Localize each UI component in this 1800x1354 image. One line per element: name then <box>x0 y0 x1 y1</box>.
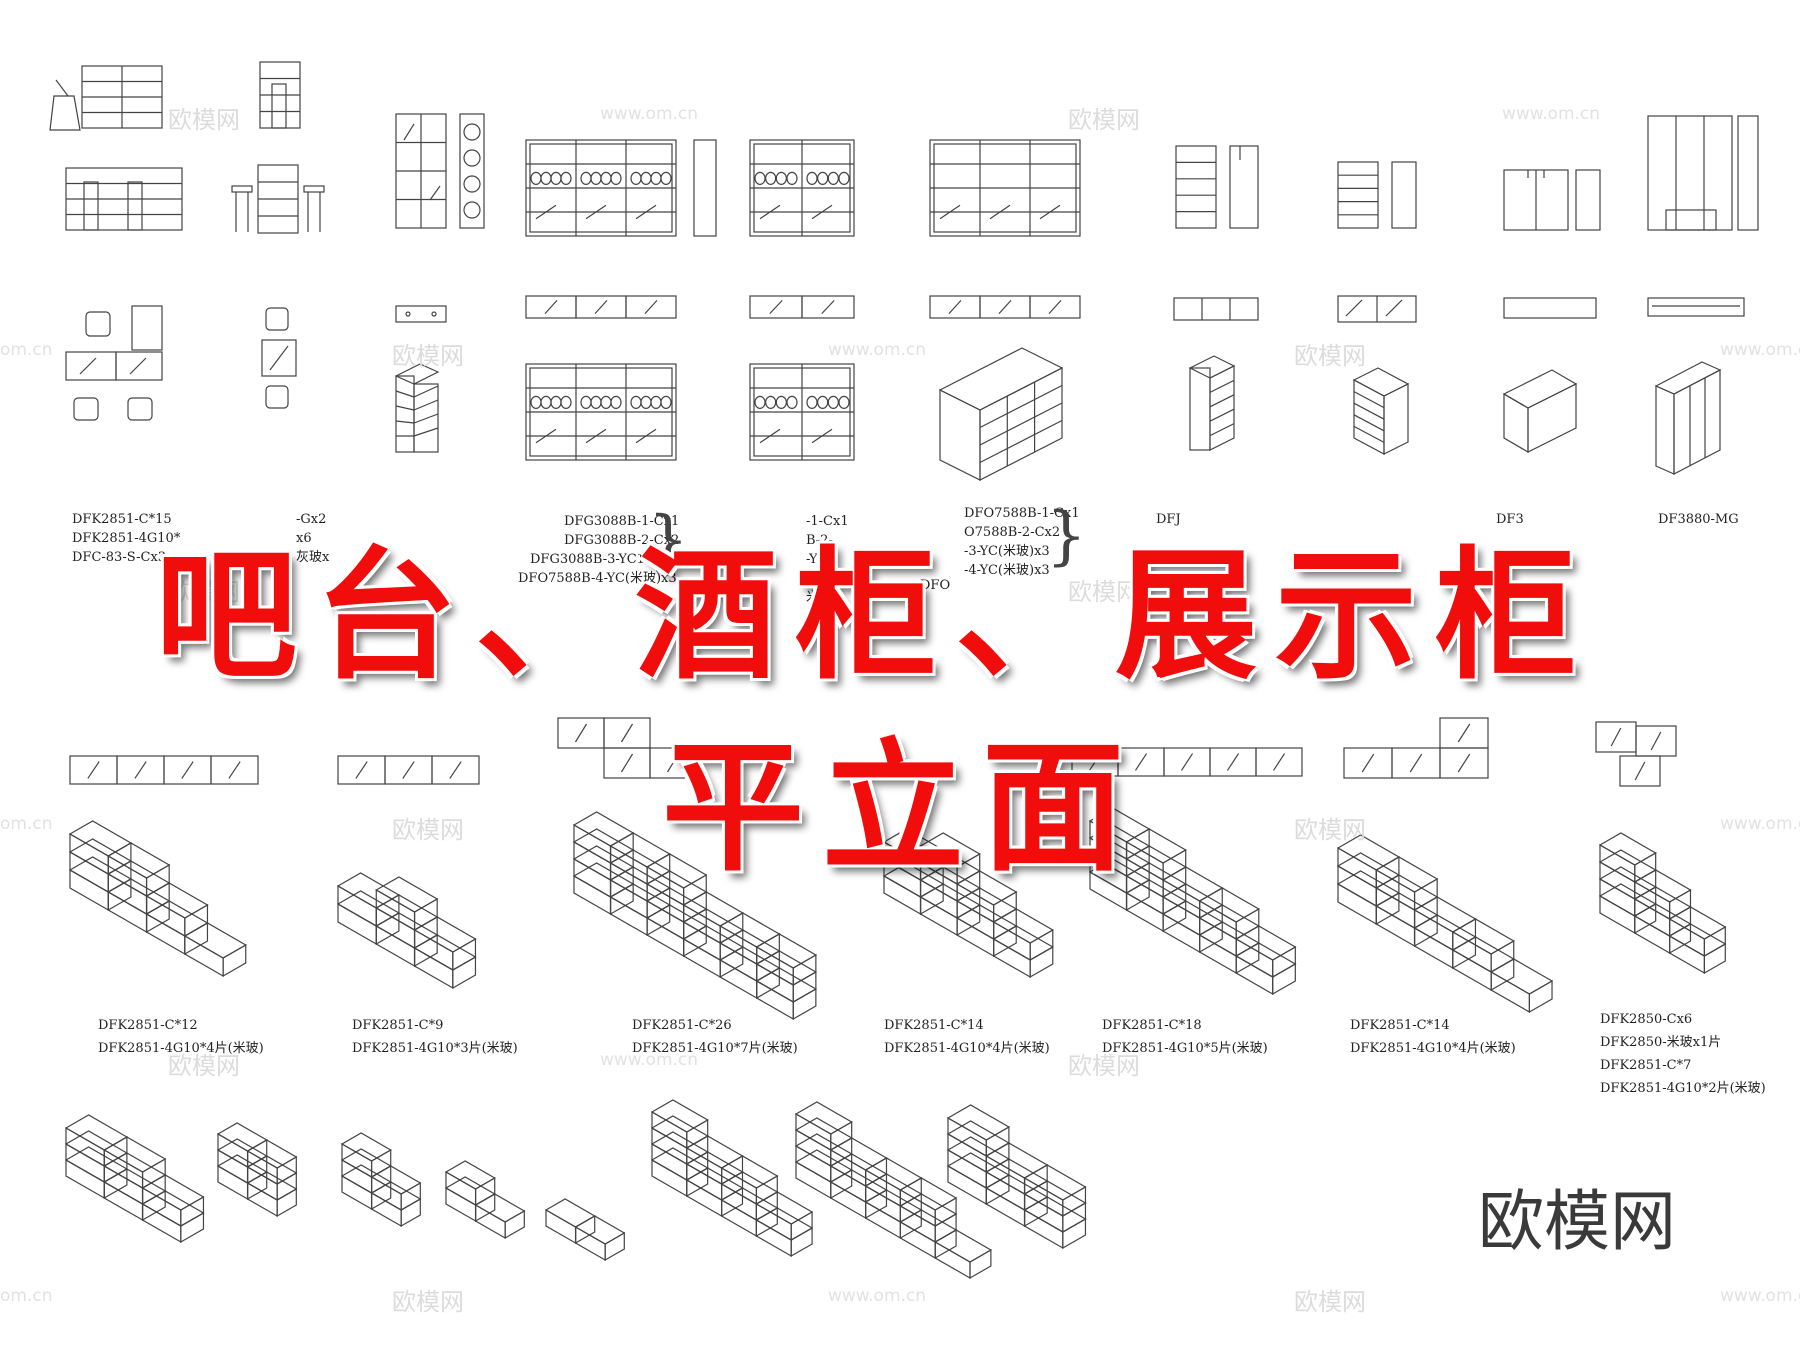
label-cabinet-4: DF3880-MG <box>1658 512 1739 527</box>
cabinet-2-3d <box>1352 367 1410 455</box>
cabinet-1-elevation <box>1175 145 1259 229</box>
glass-display-cabinet-elevation <box>395 113 447 229</box>
iso-stack-6 <box>1336 834 1554 1014</box>
brace-wine: } <box>648 503 689 577</box>
stack-2-plan <box>337 755 480 785</box>
iso-stack-3 <box>572 811 818 1021</box>
stack-4-plan <box>1071 747 1303 777</box>
label-cabinet-1: DFJ <box>1156 512 1181 527</box>
glass-display-cabinet-side <box>459 113 485 229</box>
mini-stack-3 <box>340 1132 422 1228</box>
title-line-2: 平立面 <box>662 726 1142 891</box>
brace-display: } <box>1046 499 1087 573</box>
stack-3-plan <box>557 717 697 779</box>
mini-stack-4 <box>444 1160 526 1240</box>
mini-stack-7 <box>794 1101 993 1280</box>
display-cabinet-plan <box>929 295 1081 319</box>
stack-7-plan <box>1595 721 1677 787</box>
cabinet-1-plan <box>1173 297 1259 321</box>
bar-counter-elevation-1 <box>49 65 163 131</box>
cabinet-4-plan <box>1647 297 1745 317</box>
label-cabinet-3: DF3 <box>1496 512 1524 527</box>
mini-stack-2 <box>216 1122 298 1218</box>
display-cabinet-3d <box>938 347 1064 481</box>
cabinet-4-3d <box>1654 361 1722 475</box>
iso-stack-2 <box>336 872 477 990</box>
glass-display-cabinet-3d <box>394 363 440 453</box>
cabinet-1-3d <box>1188 355 1236 451</box>
mini-stack-8 <box>946 1104 1087 1250</box>
iso-stack-4 <box>882 828 1054 979</box>
iso-stack-7 <box>1598 832 1727 975</box>
cabinet-4-elevation <box>1647 115 1759 231</box>
stack-1-plan <box>69 755 259 785</box>
cabinet-2-elevation <box>1337 161 1417 229</box>
cabinet-3-3d <box>1502 369 1578 454</box>
bar-counter-elevation-4 <box>231 164 325 234</box>
label-display-b: DFO <box>920 578 951 593</box>
stack-6-plan <box>1343 717 1489 779</box>
mini-stack-5 <box>544 1198 626 1262</box>
wine-cabinet-front-1 <box>525 363 677 461</box>
wine-cabinet-elevation-1 <box>525 139 677 237</box>
cabinet-2-plan <box>1337 295 1417 323</box>
iso-stack-1 <box>68 820 247 978</box>
mini-stack-1 <box>64 1114 205 1244</box>
wine-cabinet-side-1 <box>693 139 717 237</box>
bar-counter-elevation-3 <box>65 167 183 231</box>
display-cabinet-elevation <box>929 139 1081 237</box>
brand-logo: 欧模网 <box>1478 1183 1676 1260</box>
mini-stack-6 <box>650 1099 814 1258</box>
bar-plan-1 <box>65 305 163 421</box>
wine-cabinet-front-2 <box>749 363 855 461</box>
cabinet-3-plan <box>1503 297 1597 319</box>
wine-cabinet-plan-2 <box>749 295 855 319</box>
wine-cabinet-plan-1 <box>525 295 677 319</box>
bar-counter-elevation-2 <box>259 61 301 129</box>
wine-cabinet-elevation-2 <box>749 139 855 237</box>
cabinet-3-elevation <box>1503 169 1601 231</box>
bar-plan-2 <box>261 307 297 409</box>
iso-stack-5 <box>1088 807 1297 996</box>
title-line-1: 吧台、酒柜、展示柜 <box>155 534 1595 699</box>
shelf-plan-small <box>395 305 447 323</box>
